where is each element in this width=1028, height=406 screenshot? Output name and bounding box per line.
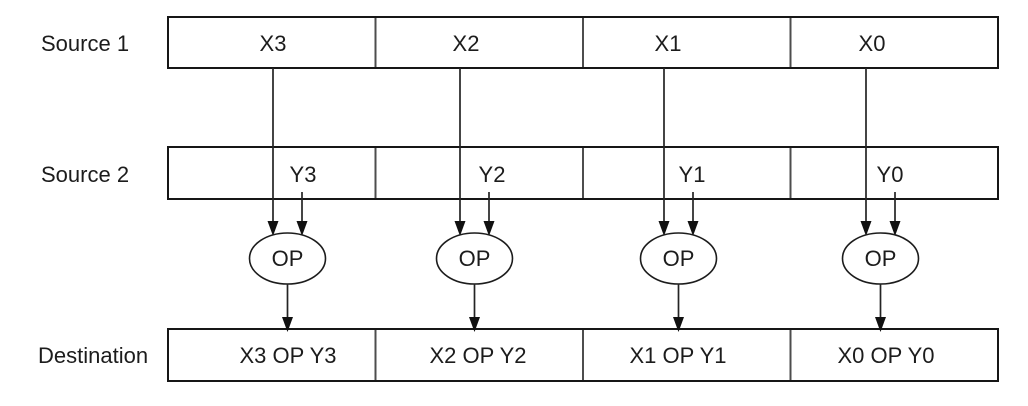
source2-cell-y0: Y0 — [877, 162, 904, 187]
y0-arrowhead-icon — [889, 221, 901, 236]
source1-cell-x0: X0 — [859, 31, 886, 56]
source1-cell-x2: X2 — [453, 31, 480, 56]
destination-cell-2: X2 OP Y2 — [429, 343, 526, 368]
destination-cell-0: X0 OP Y0 — [837, 343, 934, 368]
op-label-3: OP — [272, 246, 304, 271]
y2-arrowhead-icon — [483, 221, 495, 236]
result2-arrowhead-icon — [469, 317, 480, 332]
source1-cell-x3: X3 — [260, 31, 287, 56]
source1-row-label: Source 1 — [41, 31, 129, 56]
source1-cell-x1: X1 — [655, 31, 682, 56]
op-column-1: OP — [639, 68, 718, 332]
source2-register: Y3 Y2 Y1 Y0 — [167, 146, 999, 200]
source1-register: X3 X2 X1 X0 — [167, 16, 999, 69]
destination-cell-1: X1 OP Y1 — [629, 343, 726, 368]
y1-arrowhead-icon — [687, 221, 699, 236]
x3-arrowhead-icon — [267, 221, 279, 236]
y3-arrowhead-icon — [296, 221, 308, 236]
source2-cell-y2: Y2 — [479, 162, 506, 187]
result3-arrowhead-icon — [282, 317, 293, 332]
op-column-3: OP — [248, 68, 327, 332]
source2-row-label: Source 2 — [41, 162, 129, 187]
destination-register: X3 OP Y3 X2 OP Y2 X1 OP Y1 X0 OP Y0 — [167, 328, 999, 382]
destination-cell-3: X3 OP Y3 — [239, 343, 336, 368]
destination-row-label: Destination — [38, 343, 148, 368]
op-label-2: OP — [459, 246, 491, 271]
x2-arrowhead-icon — [454, 221, 466, 236]
op-label-1: OP — [663, 246, 695, 271]
source2-cell-y1: Y1 — [679, 162, 706, 187]
op-column-2: OP — [435, 68, 514, 332]
result0-arrowhead-icon — [875, 317, 886, 332]
op-label-0: OP — [865, 246, 897, 271]
op-column-0: OP — [841, 68, 920, 332]
result1-arrowhead-icon — [673, 317, 684, 332]
x0-arrowhead-icon — [860, 221, 872, 236]
source2-cell-y3: Y3 — [290, 162, 317, 187]
x1-arrowhead-icon — [658, 221, 670, 236]
